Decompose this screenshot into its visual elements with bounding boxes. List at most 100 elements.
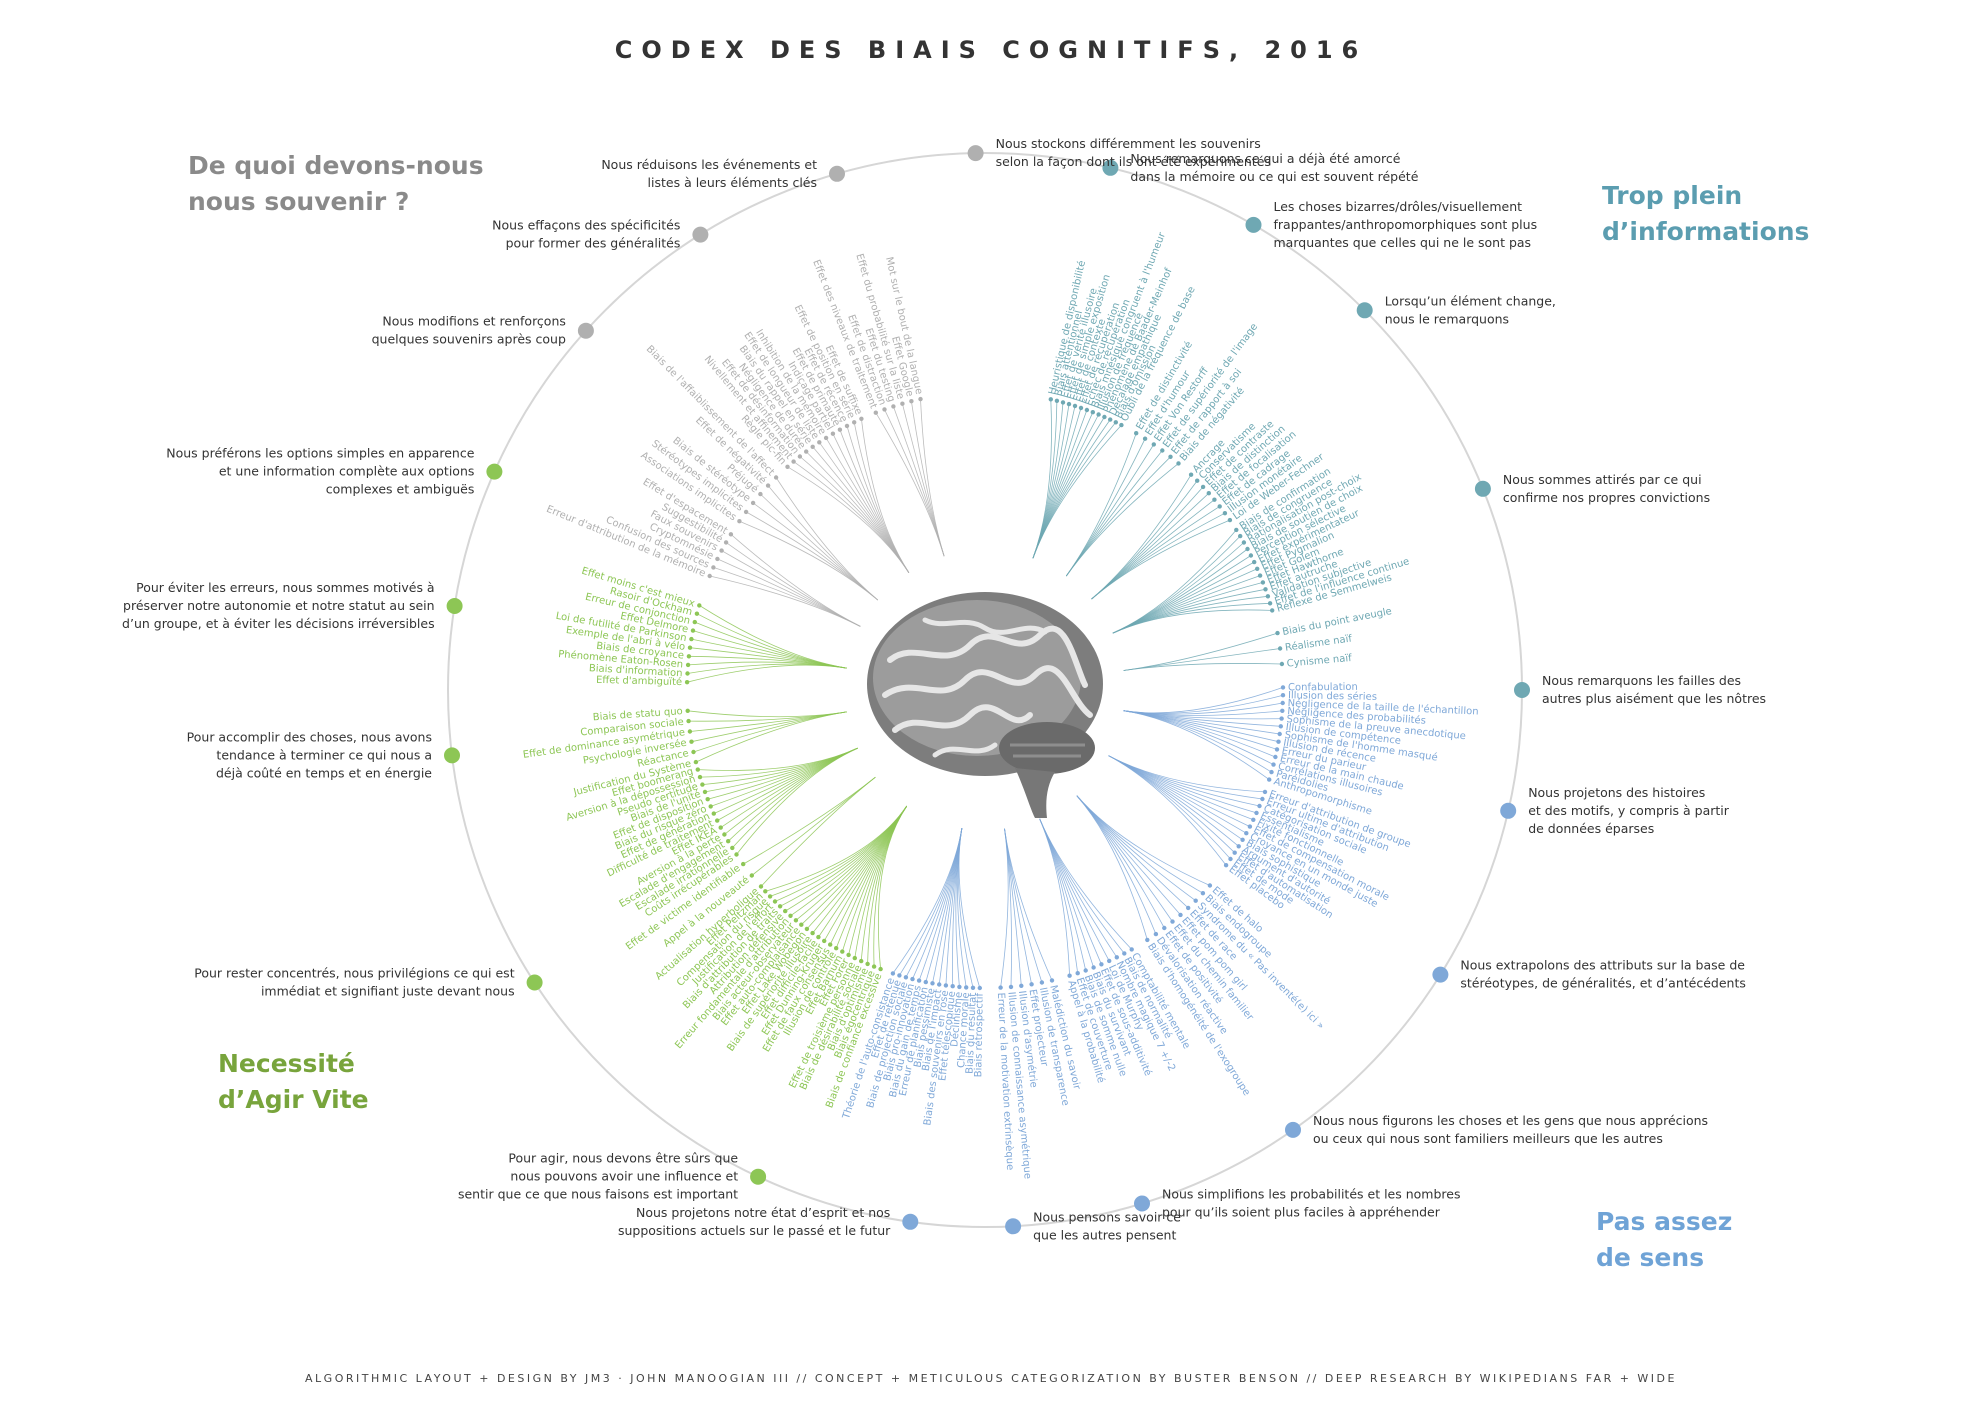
brain-illustration [867,592,1103,818]
bias-branch [694,621,847,669]
bias-dot [708,804,713,809]
bias-dot [692,619,697,625]
bias-dot [1134,431,1139,436]
bias-branch [848,805,908,955]
bias-branch [1112,602,1271,634]
bias-dot [909,399,914,404]
bias-dot [822,938,827,944]
bias-dot [1255,566,1260,571]
bias-dot [1280,708,1285,713]
category-label: Nous projetons notre état d’esprit et no… [618,1205,891,1238]
category-dot [1102,159,1119,176]
bias-dot [1075,971,1080,976]
bias-dot [1263,587,1268,592]
bias-dot [1267,601,1273,606]
bias-dot [1247,824,1253,829]
bias-dot [878,966,883,972]
bias-dot [1162,925,1167,931]
bias-branch [1000,828,1009,988]
category-dot [486,463,503,480]
bias-label: Biais d'information [589,663,683,679]
bias-dot [844,423,850,429]
bias-dot [684,680,690,685]
bias-dot [799,922,804,927]
bias-branch [1091,474,1192,600]
bias-dot [750,500,756,506]
bias-branch [1112,582,1264,634]
bias-dot [1278,724,1284,729]
bias-dot [890,971,896,976]
bias-branch [1123,710,1270,780]
bias-dot [1193,898,1198,903]
category-dot [1514,682,1530,698]
bias-dot [726,839,731,844]
bias-dot [1067,973,1072,978]
bias-branch [1112,609,1273,634]
bias-dot [1129,947,1134,952]
bias-dot [977,985,982,991]
bias-dot [694,611,700,616]
bias-dot [1207,883,1213,888]
bias-dot [1151,442,1157,447]
bias-dot [722,832,727,837]
bias-branch [779,805,908,907]
bias-dot [1090,410,1096,415]
bias-dot [1276,739,1281,744]
bias-branch [775,477,879,601]
bias-branch [799,456,910,573]
category-dot [902,1213,919,1230]
bias-dot [719,548,724,553]
bias-branch [1076,795,1165,929]
bias-dot [1072,403,1078,409]
bias-branch [795,805,908,921]
bias-dot [1096,412,1101,417]
bias-dot [900,401,905,406]
category-dot [526,974,543,991]
bias-dot [1060,400,1066,405]
bias-dot [785,464,790,469]
bias-dot [910,976,915,982]
bias-dot [734,852,739,857]
branch-lines [687,399,1284,989]
bias-dot [1206,491,1212,496]
bias-dot [1244,831,1249,836]
bias-dot [765,483,771,488]
bias-dot [804,449,809,454]
bias-dot [1122,951,1127,956]
bias-dot [695,767,700,772]
bias-dot [1091,965,1096,970]
bias-dot [685,708,690,713]
bias-branch [699,605,847,669]
page-title: CODEX DES BIAIS COGNITIFS, 2016 [614,36,1368,64]
category-label: Nous préférons les options simples en ap… [166,446,474,497]
bias-dot [1269,769,1274,775]
bias-dot [1280,693,1286,698]
bias-dot [1222,511,1228,516]
bias-branch [1123,687,1284,714]
category-dot [1474,480,1491,497]
bias-dot [916,978,922,983]
bias-dot [1102,414,1107,420]
bias-dot [690,628,696,633]
bias-dot [702,789,708,795]
bias-branch [687,663,847,674]
category-label: Lorsqu’un élément change,nous le remarqu… [1385,293,1556,326]
bias-branch [1108,755,1231,860]
bias-branch [687,664,847,683]
category-label: Nous stockons différemment les souvenirs… [996,136,1271,169]
bias-branch [1123,648,1281,671]
bias-branch [1123,694,1284,714]
category-dots [444,145,1530,1235]
bias-dot [689,636,694,642]
bias-dot [1083,968,1088,973]
category-dot [1500,802,1517,819]
bias-dot [705,797,710,802]
bias-branch [1039,818,1132,950]
bias-dot [1257,803,1262,809]
category-dot [1285,1121,1301,1138]
bias-branch [1091,512,1226,600]
category-label: Nous extrapolons des attributs sur la ba… [1460,958,1746,991]
bias-branch [702,747,858,785]
